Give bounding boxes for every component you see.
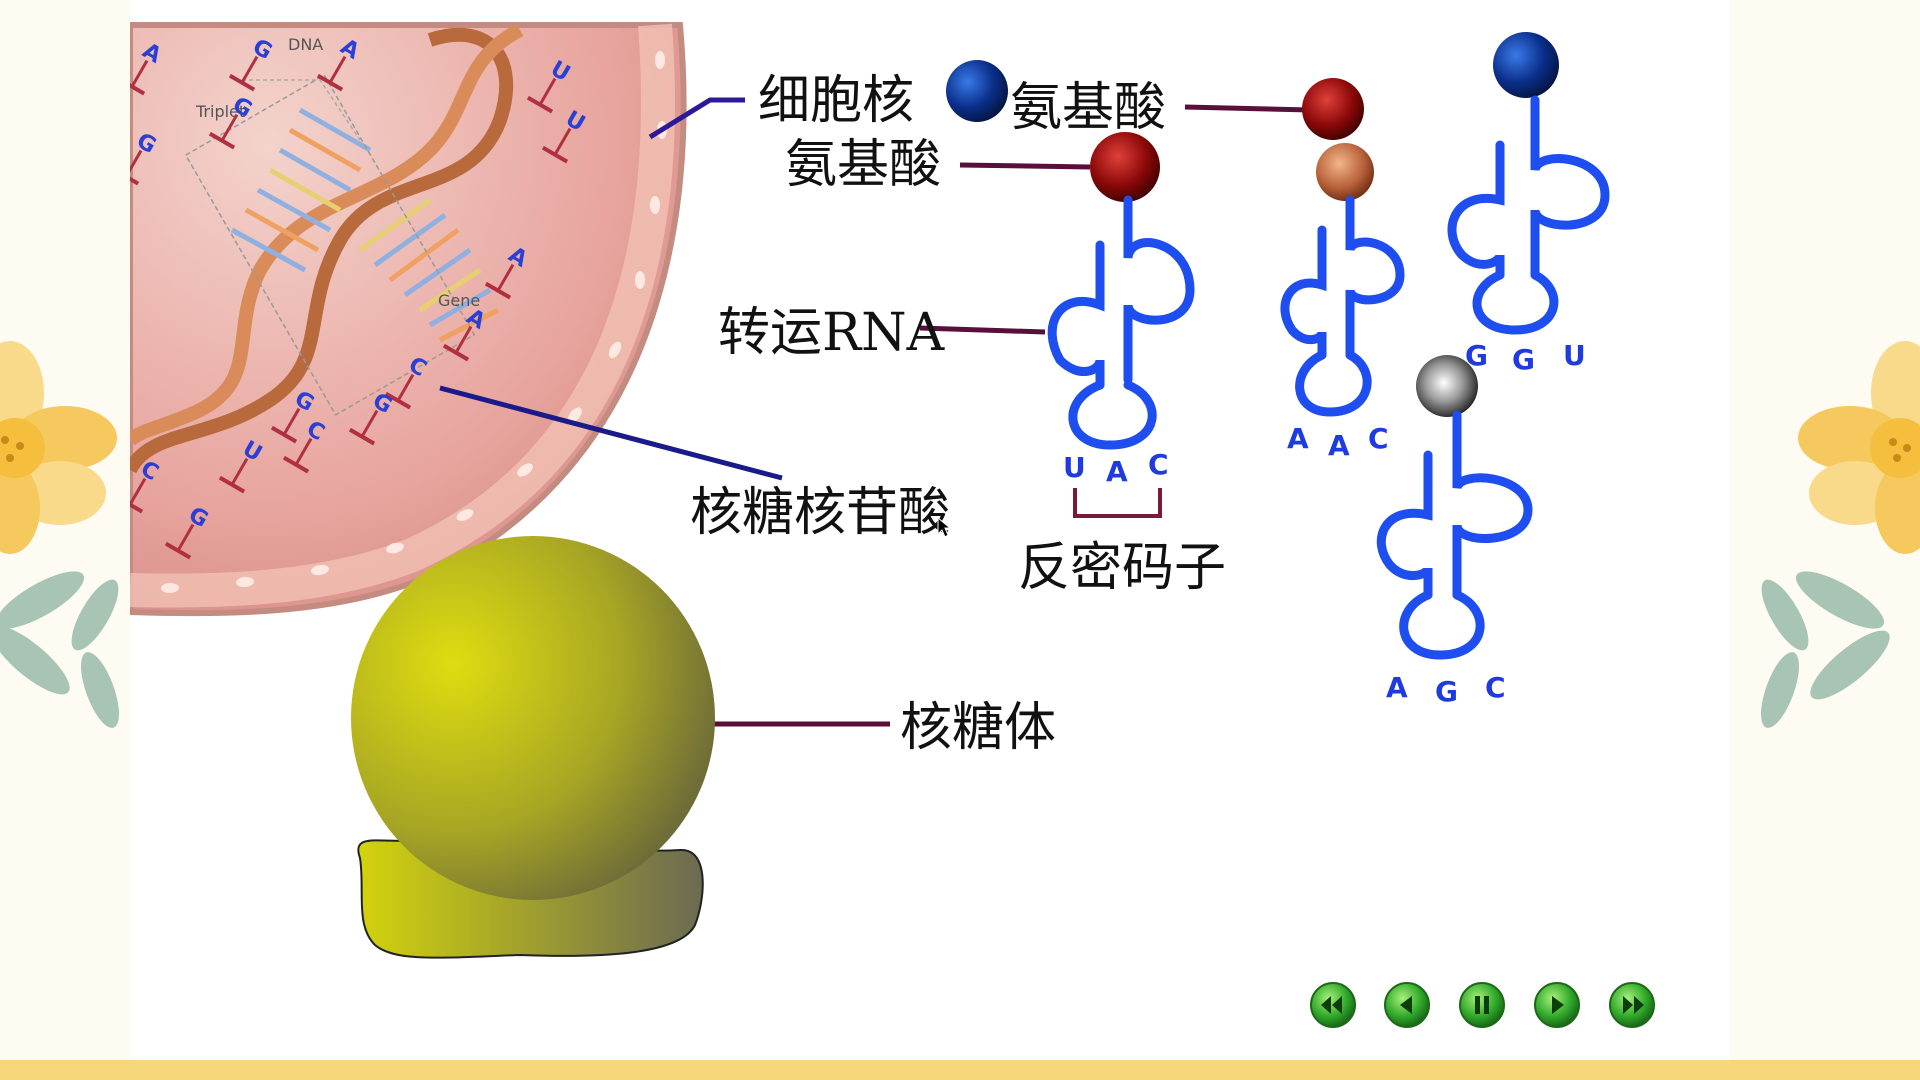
trna-2-base: C [1368,422,1389,455]
leader-line-ribonucleotide [439,385,783,481]
next-button[interactable] [1534,982,1580,1028]
label-anticodon: 反密码子 [1018,538,1226,598]
trna-1-base: U [1063,451,1086,484]
amino-acid-red [1090,132,1160,202]
trna-4-base: C [1485,671,1506,704]
previous-button[interactable] [1384,982,1430,1028]
trna-3 [1447,95,1610,335]
pause-icon [1475,996,1489,1014]
trna-4 [1376,410,1533,660]
gene-label: Gene [438,291,480,310]
cursor-icon [937,516,952,538]
nucleus-image: Triplet DNA Gene A G A [130,22,687,617]
label-trna: 转运RNA [718,303,946,363]
ribosome [351,536,715,959]
amino-acid-blue-legend [946,60,1008,122]
anticodon-bracket [1073,488,1162,518]
trna-3-base: G [1512,343,1535,376]
dna-helix: Triplet DNA Gene [130,25,524,474]
leader-line-amino-acid-1 [959,162,1091,170]
first-button[interactable] [1310,982,1356,1028]
dna-label: DNA [288,35,323,54]
next-icon [1552,996,1564,1014]
amino-acid-brown [1316,143,1374,201]
previous-icon [1400,996,1412,1014]
amino-acid-red-2 [1302,78,1364,140]
label-nucleus: 细胞核 [758,71,914,131]
first-icon [1321,996,1342,1014]
trna-2-base: A [1287,422,1309,455]
trna-1-base: A [1106,455,1128,488]
label-ribosome: 核糖体 [900,698,1056,758]
leader-line-trna [919,325,1046,335]
trna-2-base: A [1328,429,1350,462]
trna-3-base: G [1465,339,1488,372]
trna-1 [1047,195,1195,450]
leader-line-nucleus [648,97,745,140]
amino-acid-gray [1416,355,1478,417]
pause-button[interactable] [1459,982,1505,1028]
triplet-label: Triplet [195,102,245,121]
label-amino-acid-1: 氨基酸 [1010,78,1166,138]
trna-1-base: C [1148,448,1169,481]
flower-decoration-left [0,341,119,728]
label-ribonucleotide: 核糖核苷酸 [690,483,950,543]
trna-4-base: G [1435,675,1458,708]
bottom-band [0,1060,1920,1080]
flower-decoration-right [1761,341,1920,728]
ribosome-large-subunit [351,536,715,900]
amino-acid-blue [1493,32,1559,98]
trna-3-base: U [1563,339,1586,372]
last-icon [1623,996,1644,1014]
trna-4-base: A [1386,671,1408,704]
leader-lines [439,97,1311,727]
trna-2 [1280,195,1405,417]
last-button[interactable] [1609,982,1655,1028]
navigation-controls [1310,982,1655,1028]
label-amino-acid-2: 氨基酸 [785,135,941,195]
leader-line-amino-acid-2 [1184,104,1311,113]
